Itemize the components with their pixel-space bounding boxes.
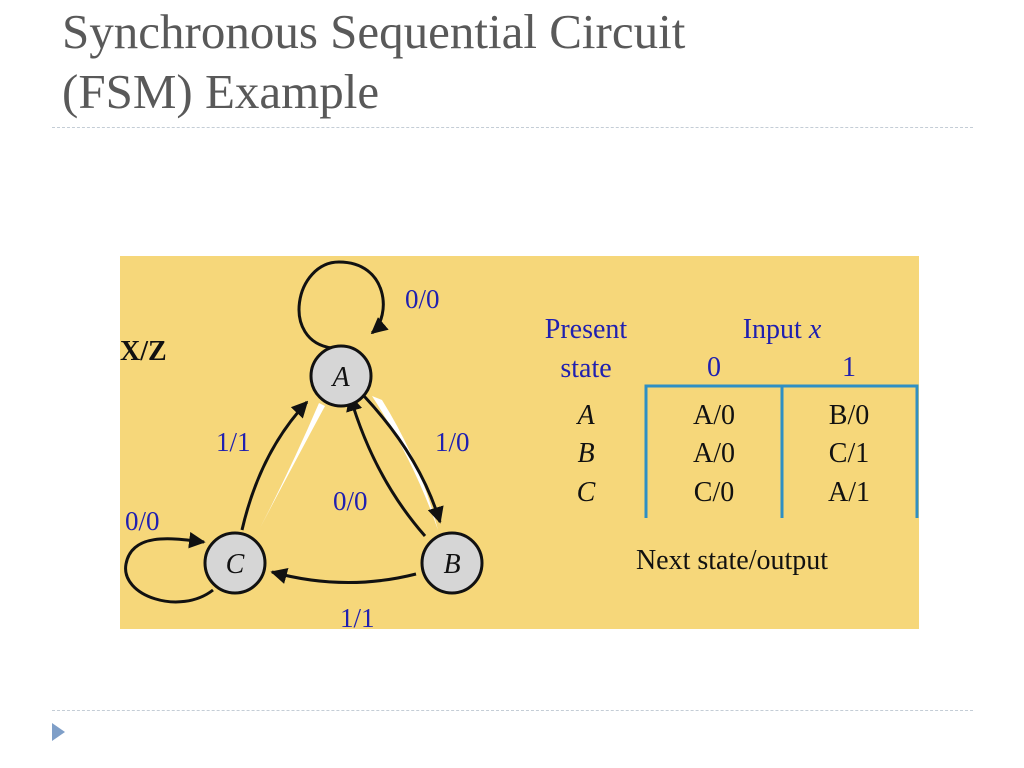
row-a-state: A — [575, 400, 595, 431]
transition-c-to-a — [240, 400, 309, 531]
state-c: C — [203, 531, 267, 595]
figure-panel: A B C 0/0 1/0 0/0 1/1 1/1 0/0 X/Z Presen… — [120, 256, 919, 629]
transition-a-self-loop — [297, 260, 389, 350]
row-a-input-1: B/0 — [829, 400, 869, 431]
slide-title-line-2: (FSM) Example — [62, 64, 380, 119]
transition-a-to-b — [362, 394, 444, 524]
input-header: Input x — [743, 314, 822, 345]
row-c-input-1: A/1 — [828, 477, 870, 508]
notation-label: X/Z — [120, 336, 167, 367]
state-c-label: C — [226, 549, 245, 580]
input-header-variable: x — [808, 314, 822, 345]
row-c-state: C — [577, 477, 596, 508]
table-caption: Next state/output — [636, 545, 828, 576]
footer-divider — [52, 710, 973, 711]
row-b-state: B — [577, 438, 594, 469]
bullet-arrow-icon — [52, 723, 65, 741]
highlight-wedge-left — [260, 403, 325, 528]
title-divider — [52, 127, 973, 128]
label-a-self: 0/0 — [405, 284, 440, 314]
present-state-header-line-2: state — [560, 353, 611, 384]
label-b-to-c: 1/1 — [340, 603, 375, 629]
slide-title-line-1: Synchronous Sequential Circuit — [62, 4, 686, 59]
present-state-header-line-1: Present — [545, 314, 628, 345]
state-table: Present state Input x 0 1 A A/0 B/0 B A/… — [545, 314, 919, 576]
row-b-input-0: A/0 — [693, 438, 735, 469]
row-b-input-1: C/1 — [829, 438, 869, 469]
input-column-1: 1 — [842, 352, 856, 383]
state-a-label: A — [330, 362, 350, 393]
label-a-to-b: 1/0 — [435, 427, 470, 457]
state-a: A — [309, 344, 373, 408]
slide-title: Synchronous Sequential Circuit (FSM) Exa… — [62, 2, 962, 122]
transition-b-to-a — [346, 394, 427, 537]
row-a-input-0: A/0 — [693, 400, 735, 431]
state-b: B — [420, 531, 484, 595]
table-rules — [644, 384, 919, 518]
input-header-prefix: Input — [743, 314, 802, 345]
label-c-to-a: 1/1 — [216, 427, 251, 457]
transition-b-to-c — [270, 567, 417, 585]
fsm-figure: A B C 0/0 1/0 0/0 1/1 1/1 0/0 X/Z Presen… — [120, 260, 919, 629]
row-c-input-0: C/0 — [694, 477, 734, 508]
state-b-label: B — [443, 549, 460, 580]
input-column-0: 0 — [707, 352, 721, 383]
label-b-to-a: 0/0 — [333, 486, 368, 516]
transition-c-self-loop — [124, 531, 214, 604]
label-c-self: 0/0 — [125, 506, 160, 536]
